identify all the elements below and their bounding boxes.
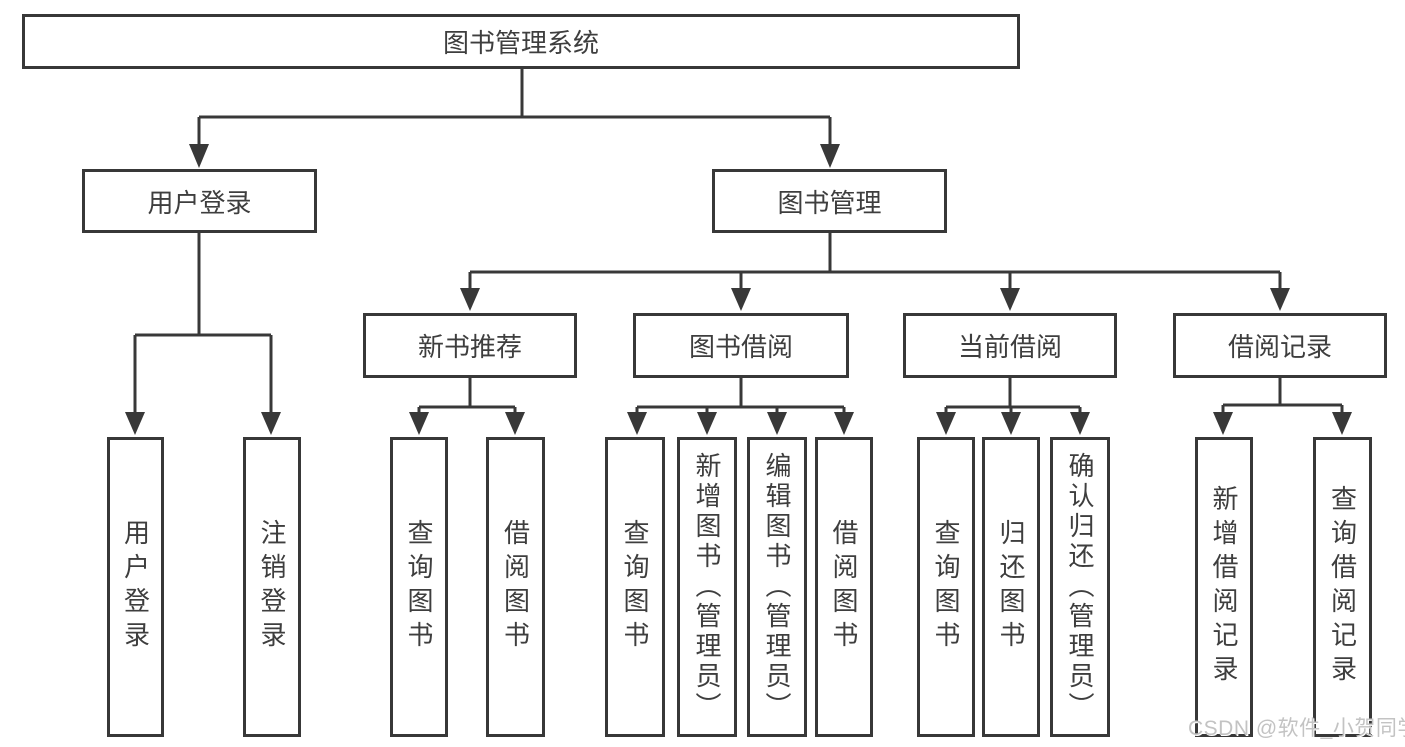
arrowhead	[1332, 412, 1352, 435]
node-label: 图书借阅	[688, 332, 793, 362]
node-label: 用户登录	[120, 519, 151, 655]
node-label: 查询借阅记录	[1327, 485, 1358, 689]
connector-branch-1	[635, 378, 846, 414]
leaf-return-books: 归还图书	[982, 437, 1040, 737]
leaf-edit-book-admin: 编辑图书（管理员）	[747, 437, 807, 737]
node-label: 新增图书（管理员）	[692, 452, 722, 722]
arrowhead	[767, 412, 787, 435]
arrowhead	[460, 288, 480, 311]
node-label: 图书管理系统	[442, 28, 599, 58]
arrowhead	[189, 144, 209, 168]
node-label: 归还图书	[996, 519, 1026, 655]
node-label: 借阅记录	[1227, 332, 1332, 362]
leaf-add-book-admin: 新增图书（管理员）	[677, 437, 737, 737]
arrowhead	[834, 412, 854, 435]
arrowhead	[936, 412, 956, 435]
node-new-book-recommendation: 新书推荐	[363, 313, 577, 378]
leaf-borrow-books-recommend: 借阅图书	[486, 437, 545, 737]
arrowhead	[409, 412, 429, 435]
leaf-confirm-return-admin: 确认归还（管理员）	[1050, 437, 1110, 737]
arrowhead	[731, 288, 751, 311]
arrowhead	[697, 412, 717, 435]
node-user-login: 用户登录	[82, 169, 317, 233]
node-label: 用户登录	[147, 187, 252, 218]
leaf-add-borrow-record: 新增借阅记录	[1195, 437, 1253, 737]
connector-branch-3	[1221, 378, 1344, 414]
leaf-user-login: 用户登录	[107, 437, 164, 737]
leaf-query-borrow-record: 查询借阅记录	[1313, 437, 1372, 737]
csdn-watermark: CSDN @软件_小贺同学	[1188, 717, 1405, 740]
node-label: 注销登录	[257, 519, 287, 655]
node-label: 借阅图书	[500, 519, 531, 655]
connector-branch-2	[944, 378, 1082, 414]
node-label: 查询图书	[404, 519, 434, 655]
node-current-borrowing: 当前借阅	[903, 313, 1117, 378]
arrowhead	[505, 412, 525, 435]
arrowhead	[261, 412, 281, 435]
node-label: 借阅图书	[829, 519, 859, 655]
node-book-borrowing: 图书借阅	[633, 313, 849, 378]
leaf-borrow-books: 借阅图书	[815, 437, 873, 737]
arrowhead	[1000, 288, 1020, 311]
arrowhead	[627, 412, 647, 435]
node-label: 新增借阅记录	[1209, 485, 1239, 689]
connector-login	[133, 233, 273, 414]
node-book-management-system: 图书管理系统	[22, 14, 1020, 69]
node-label: 新书推荐	[417, 332, 522, 362]
arrowhead	[1270, 288, 1290, 311]
leaf-query-books-recommend: 查询图书	[390, 437, 448, 737]
arrowhead	[1070, 412, 1090, 435]
node-book-management: 图书管理	[712, 169, 947, 233]
node-label: 查询图书	[931, 519, 961, 655]
leaf-logout-login: 注销登录	[243, 437, 301, 737]
leaf-query-books-borrow: 查询图书	[605, 437, 665, 737]
leaf-query-books-current: 查询图书	[917, 437, 975, 737]
node-label: 查询图书	[620, 519, 650, 655]
arrowhead	[1213, 412, 1233, 435]
node-borrowing-records: 借阅记录	[1173, 313, 1387, 378]
arrowhead	[125, 412, 145, 435]
node-label: 编辑图书（管理员）	[762, 452, 792, 722]
connector-root	[197, 69, 832, 146]
node-label: 确认归还（管理员）	[1065, 452, 1095, 722]
connector-branch-0	[417, 378, 517, 414]
arrowhead	[820, 144, 840, 168]
arrowhead	[1001, 412, 1021, 435]
connector-mgmt	[468, 233, 1282, 290]
node-label: 图书管理	[777, 187, 882, 218]
node-label: 当前借阅	[957, 332, 1062, 362]
